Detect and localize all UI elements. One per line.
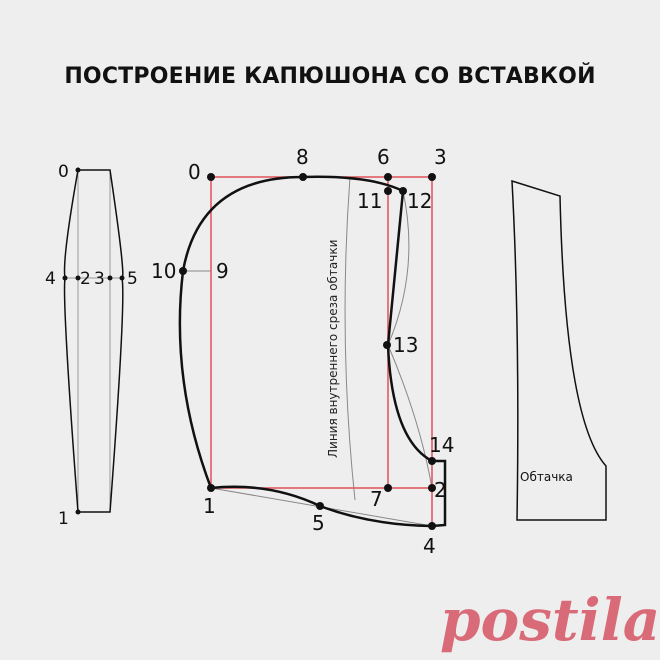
hood-label-9: 9 [216,259,229,283]
facing-outline [511,179,607,521]
page-title: ПОСТРОЕНИЕ КАПЮШОНА СО ВСТАВКОЙ [64,64,596,89]
gusset-point-4 [62,275,68,281]
facing-piece: Обтачка [511,179,607,521]
hood-piece: 0 8 6 3 11 12 10 9 13 14 7 2 1 5 4 Линия… [151,145,454,558]
facing-line-label: Линия внутреннего среза обтачки [326,240,340,458]
gusset-label-4: 4 [45,269,56,289]
gusset-point-2 [75,275,81,281]
gusset-piece: 0 1 4 2 3 5 [45,162,138,529]
hood-label-6: 6 [377,145,390,169]
hood-label-3: 3 [434,145,447,169]
hood-label-5: 5 [312,511,325,535]
hood-label-4: 4 [423,534,436,558]
hood-label-8: 8 [296,145,309,169]
hood-points [179,173,436,530]
watermark-logo: postila.ru [440,586,660,654]
hood-label-2: 2 [434,478,447,502]
hood-label-7: 7 [370,487,383,511]
hood-label-0: 0 [188,160,201,184]
hood-label-10: 10 [151,259,176,283]
gusset-label-2: 2 [80,269,91,289]
gusset-point-5 [119,275,125,281]
gusset-label-5: 5 [127,269,138,289]
gusset-outline [63,169,124,513]
hood-label-11: 11 [357,189,382,213]
gusset-point-0 [75,167,81,173]
gusset-label-0: 0 [58,162,69,182]
hood-label-1: 1 [203,494,216,518]
hood-label-14: 14 [429,433,454,457]
hood-label-12: 12 [407,189,432,213]
hood-label-13: 13 [393,333,418,357]
gusset-label-3: 3 [94,269,105,289]
gusset-point-3 [107,275,113,281]
gusset-label-1: 1 [58,509,69,529]
facing-label: Обтачка [520,470,573,484]
facing-cut-line [344,176,356,501]
gusset-point-1 [75,509,81,515]
